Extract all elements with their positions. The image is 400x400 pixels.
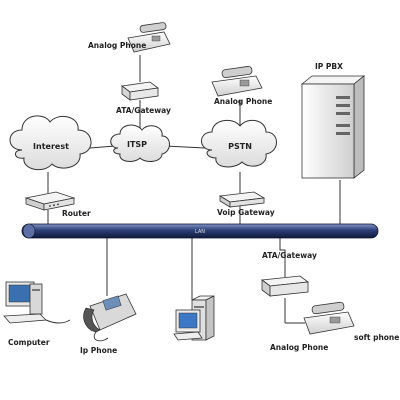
analog-phone-mid: Analog Phone: [211, 66, 272, 106]
soft-phone-label: soft phone: [354, 333, 399, 342]
lan-bus: LAN: [21, 223, 379, 239]
analog-phone-bottom: Analog Phone soft phone: [270, 301, 399, 352]
ata-gateway-icon: [120, 81, 160, 101]
computer-cable: [45, 319, 71, 324]
analog-phone-mid-label: Analog Phone: [214, 97, 272, 106]
cloud-pstn: PSTN: [201, 119, 277, 168]
router-icon: [24, 191, 76, 211]
analog-phone-icon: [211, 66, 263, 97]
computer-icon: [3, 281, 47, 324]
computer-label: Computer: [8, 338, 50, 347]
ip-phone-icon: [83, 293, 137, 342]
itsp-label: ITSP: [127, 140, 147, 149]
connections: [45, 55, 341, 324]
cloud-interest: Interest: [9, 115, 92, 171]
ata-gateway-top: ATA/Gateway: [116, 81, 171, 115]
ata-gateway-icon: [260, 275, 310, 297]
workstation-icon: [173, 295, 215, 341]
link-itsp-pstn: [164, 145, 206, 149]
router: Router: [24, 191, 91, 218]
ip-pbx: IP PBX: [300, 62, 366, 179]
router-label: Router: [62, 209, 91, 218]
ip-phone-label: Ip Phone: [80, 346, 117, 355]
analog-phone-top: Analog Phone: [88, 22, 171, 53]
voip-gateway: Voip Gateway: [217, 191, 275, 217]
pstn-label: PSTN: [228, 142, 252, 151]
analog-phone-bottom-label: Analog Phone: [270, 343, 328, 352]
lan-label: LAN: [195, 229, 205, 235]
voip-gateway-label: Voip Gateway: [217, 208, 275, 217]
workstation: [173, 295, 215, 341]
cloud-itsp: ITSP: [110, 124, 170, 162]
interest-label: Interest: [33, 142, 69, 151]
ata-gateway-top-label: ATA/Gateway: [116, 106, 171, 115]
ip-phone: Ip Phone: [80, 293, 137, 355]
ata-gateway-right: ATA/Gateway: [260, 251, 317, 297]
analog-phone-icon: [303, 301, 355, 335]
server-icon: [300, 75, 366, 179]
link-lan-ata-right: [279, 238, 286, 277]
analog-phone-icon: [127, 22, 171, 53]
link-interest-itsp: [89, 145, 116, 149]
analog-phone-top-label: Analog Phone: [88, 41, 146, 50]
ata-gateway-right-label: ATA/Gateway: [262, 251, 317, 260]
ip-pbx-label: IP PBX: [315, 62, 343, 71]
computer: Computer: [3, 281, 50, 347]
voip-gateway-icon: [218, 191, 266, 208]
